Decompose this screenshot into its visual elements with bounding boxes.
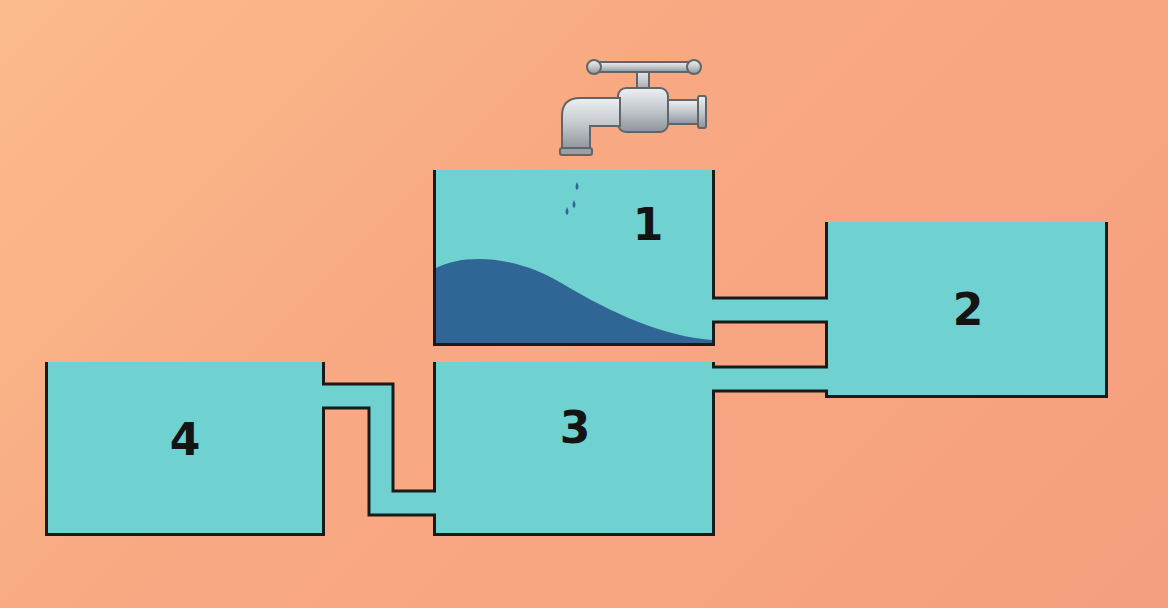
pipe-water	[709, 300, 831, 321]
pipe	[319, 396, 439, 503]
tank: 2	[825, 222, 1108, 398]
tank-water-area	[433, 170, 715, 346]
tank-water-area	[433, 362, 715, 536]
faucet-handle	[594, 62, 694, 72]
water-drop	[566, 207, 569, 215]
spout-mouth	[560, 148, 592, 155]
faucet-stem	[637, 68, 649, 94]
tank-water-area	[45, 362, 325, 536]
faucet-body	[618, 88, 668, 132]
faucet-rim	[698, 96, 706, 128]
water-drop	[576, 182, 579, 190]
tank-wall	[827, 222, 1107, 397]
tank: 4	[45, 362, 325, 536]
handle-knob	[687, 60, 701, 74]
pipe-water	[319, 396, 439, 503]
tank-wall	[47, 362, 324, 535]
faucet-pipe	[630, 100, 702, 124]
tank-wall	[435, 362, 714, 535]
pipe	[709, 310, 831, 311]
water-drop	[573, 200, 576, 208]
faucet-spout	[562, 98, 620, 150]
tank: 1	[433, 170, 715, 346]
pipe	[709, 379, 831, 380]
pipe-water	[709, 369, 831, 390]
tank-number: 1	[633, 203, 664, 247]
tank: 3	[433, 362, 715, 536]
water-wave	[436, 259, 712, 343]
tank-outline	[433, 170, 715, 346]
handle-knob	[587, 60, 601, 74]
tank-number: 3	[560, 406, 591, 450]
tank-wall	[435, 170, 714, 345]
tank-number: 2	[953, 288, 984, 332]
tank-water-area	[825, 222, 1108, 398]
tank-number: 4	[170, 418, 201, 462]
